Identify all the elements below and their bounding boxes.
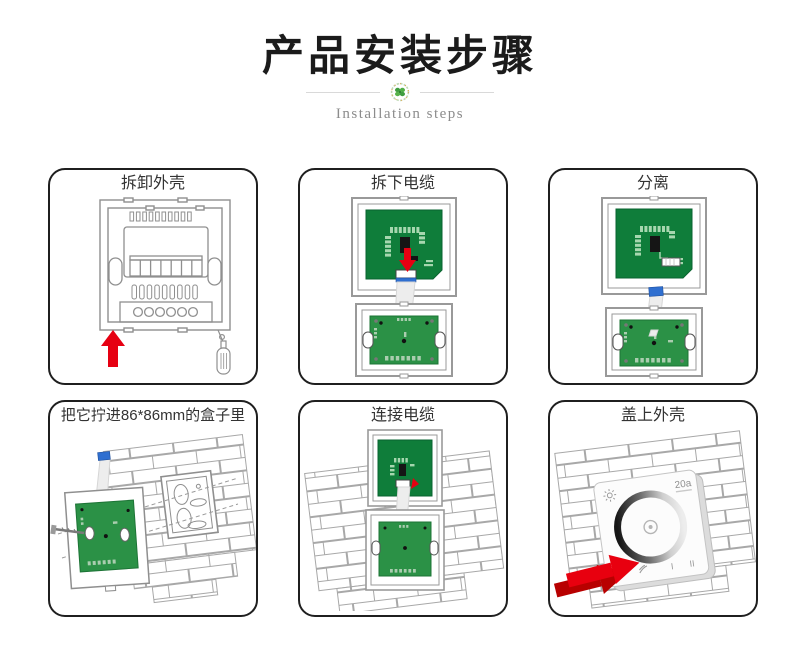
control-pcb [365,209,443,280]
step4-label: 把它拧进86*86mm的盒子里 [60,407,246,424]
side-mount-holes [108,257,222,286]
step1-illustration [99,197,231,375]
step6-illustration: 20a I II [553,430,756,609]
page-title: 产品安装步骤 [261,32,538,79]
step3-panel: 分离 [548,168,758,385]
push-in-arrow-icon [553,554,640,598]
push-up-arrow-icon [101,330,125,367]
mounting-plate [63,486,151,592]
touch-pcb [362,315,446,365]
control-pcb [615,208,693,279]
touch-pcb [371,521,439,577]
scene1-label: I [670,561,674,571]
vent-teeth [129,211,192,222]
touch-power-icon [643,519,658,535]
mini-red-arrow-icon [411,478,419,489]
clover-badge-icon [390,82,410,102]
step3-illustration [601,196,707,379]
mounting-screw [50,524,85,535]
empty-connector-socket [661,257,681,267]
bottom-connector-strip [119,301,213,323]
ribbon-connector [395,269,417,283]
step6-panel: 盖上外壳 [548,400,758,617]
step5-illustration [304,429,505,611]
step3-label: 分离 [636,175,669,192]
vent-slots [131,284,198,300]
step1-panel: 拆卸外壳 [48,168,258,385]
brightness-sun-icon [603,488,617,502]
divider-line-left [306,91,380,93]
ribbon-cable-tail [648,329,659,337]
ic-chip [650,236,660,252]
step5-label: 连接电缆 [370,407,435,424]
pry-tool [216,329,231,375]
step2-panel: 拆下电缆 [298,168,508,385]
page-subtitle: Installation steps [335,106,465,122]
step1-label: 拆卸外壳 [120,175,185,192]
ic-chip [400,237,410,253]
wall-junction-box [160,469,219,540]
step2-label: 拆下电缆 [370,175,435,192]
scene2-label: II [689,558,695,569]
touch-pcb [612,319,696,367]
divider-line-right [420,91,494,93]
amp-rating-label: 20a [674,478,692,491]
step2-illustration [351,196,457,379]
step4-illustration [50,434,256,604]
title-divider [0,82,800,102]
step6-label: 盖上外壳 [620,407,685,424]
step5-panel: 连接电缆 [298,400,508,617]
step4-panel: 把它拧进86*86mm的盒子里 [48,400,258,617]
dimmer-dial-ring [614,490,688,564]
terminal-window [123,226,209,278]
dim-wave-icon [639,564,648,574]
pull-down-arrow-icon [399,248,416,272]
